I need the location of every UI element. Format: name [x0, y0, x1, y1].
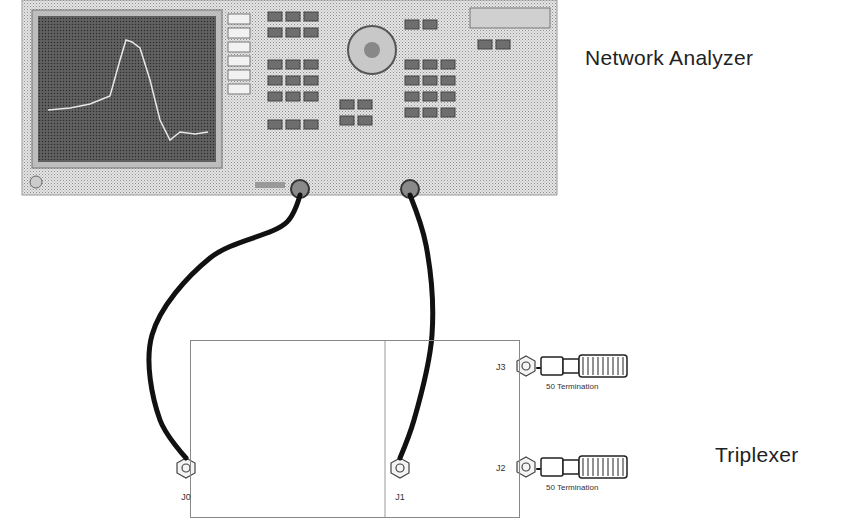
drive-slot [470, 8, 550, 28]
divider-line [385, 341, 386, 517]
trace [48, 40, 208, 140]
connector-joint [537, 367, 540, 369]
termination-load: 50 Termination [540, 454, 636, 494]
triplexer-box: TriplexerJ0J1J3J2 [190, 340, 520, 518]
termination-load [541, 456, 627, 478]
port-label: J3 [496, 362, 506, 372]
screen [38, 16, 216, 162]
port-label: J2 [496, 463, 506, 473]
rotary-knob [348, 26, 396, 74]
network-analyzer: Network Analyzer [22, 0, 557, 195]
port-label: J1 [395, 492, 405, 502]
port-connector: J3 [494, 356, 537, 378]
instrument-body [22, 0, 557, 195]
soft-keys [228, 14, 250, 94]
coax-cable [400, 195, 433, 458]
load-label: 50 Termination [546, 382, 598, 391]
coax-cable [149, 195, 300, 458]
termination-load [541, 355, 627, 377]
analyzer-drawing [22, 0, 557, 198]
keypad [268, 12, 455, 129]
port-connector: J0 [172, 458, 200, 502]
device-label: Triplexer [715, 443, 799, 467]
knob-cap [364, 42, 380, 58]
device-label: Network Analyzer [585, 46, 753, 70]
connector-joint [537, 468, 540, 470]
screen-bezel [32, 10, 222, 168]
port-connector: J1 [386, 458, 414, 502]
port-label: J0 [181, 492, 191, 502]
termination-load: 50 Termination [540, 353, 636, 393]
port-connectors [177, 356, 535, 478]
load-label: 50 Termination [546, 483, 598, 492]
power-switch [30, 176, 42, 188]
port-connector: J2 [494, 457, 537, 479]
